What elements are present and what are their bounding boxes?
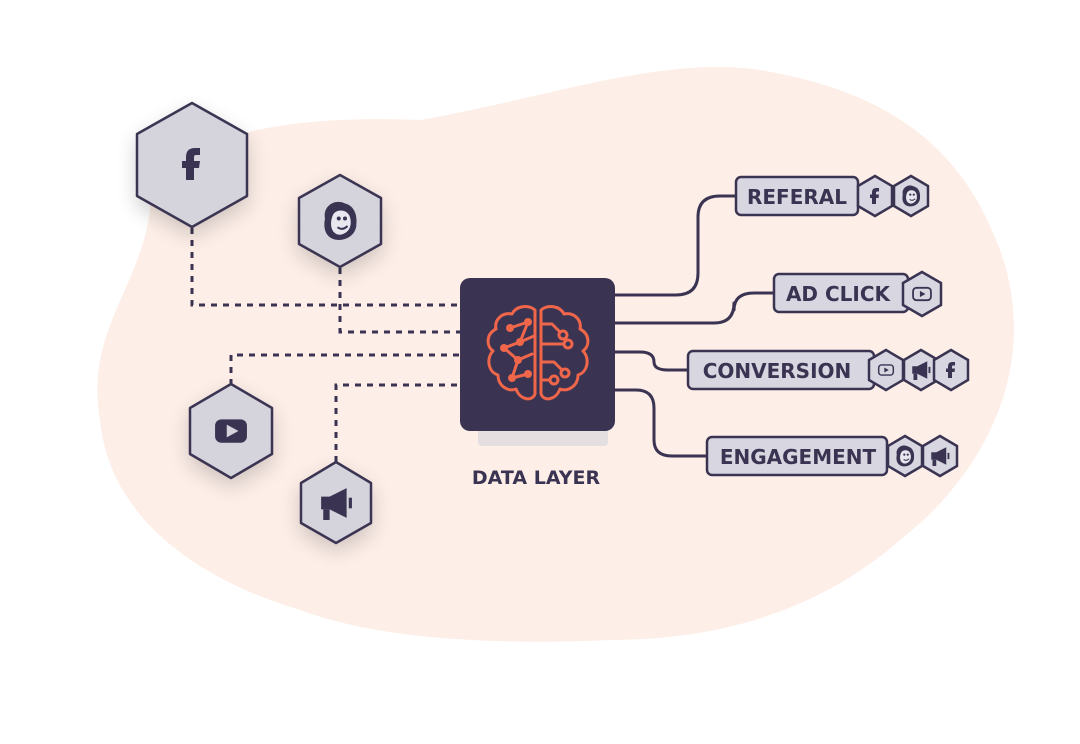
connector-conversion (614, 350, 690, 372)
mailchimp-icon (323, 200, 358, 241)
data-layer-chip (460, 278, 615, 446)
connector-ad-click (614, 291, 775, 325)
connector-engagement (614, 388, 708, 458)
event-label-referal: REFERAL (747, 185, 847, 209)
event-engagement: ENGAGEMENT (705, 434, 959, 478)
connector-youtube (229, 353, 460, 385)
connector-facebook (190, 228, 460, 307)
inbound-connectors (190, 228, 460, 462)
event-label-conversion: CONVERSION (703, 359, 852, 383)
connector-referal (614, 194, 738, 297)
outbound-connectors (614, 194, 775, 458)
connector-megaphone (334, 383, 460, 462)
connector-mailchimp (338, 268, 460, 334)
mailchimp-icon (895, 444, 915, 467)
mailchimp-icon (901, 184, 921, 207)
event-conversion: CONVERSION (686, 348, 970, 392)
event-ad-click: AD CLICK (772, 270, 943, 318)
event-label-ad-click: AD CLICK (786, 282, 892, 306)
event-label-engagement: ENGAGEMENT (720, 445, 877, 469)
event-referal: REFERAL (734, 174, 930, 218)
center-label: DATA LAYER (472, 467, 601, 489)
youtube-icon (215, 419, 247, 443)
